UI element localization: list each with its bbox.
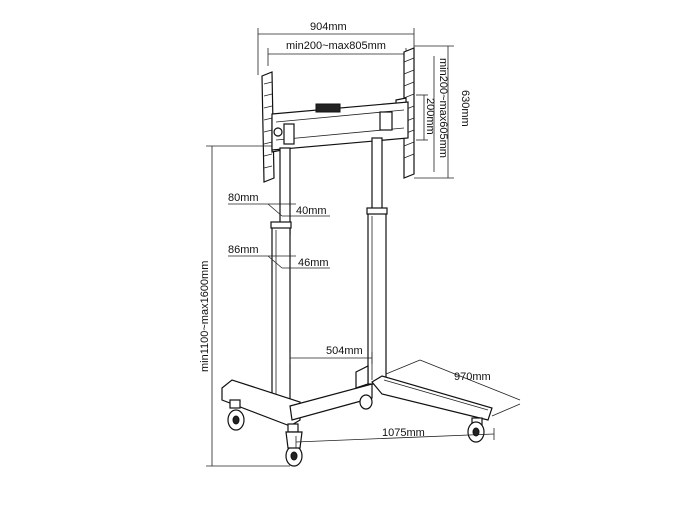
mount-crossbar [271, 101, 409, 151]
caster-back-center [359, 394, 373, 410]
caster-front-left [285, 423, 303, 467]
stand-base [221, 375, 493, 427]
total-height-label: min1100~max1600mm [199, 261, 211, 372]
base-depth-dimension [385, 359, 521, 417]
lower-post-dimension [228, 255, 330, 269]
post-inner-upper-label: 40mm [296, 205, 327, 217]
left-column [270, 147, 292, 403]
mount-height-label: 630mm [459, 90, 471, 127]
caster-front-right [467, 417, 485, 443]
base-depth-label: 970mm [454, 371, 491, 383]
total-height-dimension [206, 145, 290, 467]
base-width-dimension [295, 428, 495, 448]
vesa-horizontal-label: min200~max805mm [286, 40, 386, 52]
caster-back-left [227, 399, 245, 431]
base-width-label: 1075mm [382, 427, 425, 439]
post-outer-lower-label: 86mm [228, 244, 259, 256]
post-outer-upper-label: 80mm [228, 192, 259, 204]
post-inner-lower-label: 46mm [298, 257, 329, 269]
upper-post-dimension [228, 203, 330, 217]
mount-width-label: 904mm [310, 21, 347, 33]
column-gap-label: 504mm [326, 345, 363, 357]
vertical-small-label: 200mm [424, 98, 436, 135]
vesa-vertical-label: min200~max605mm [437, 58, 449, 158]
mount-height-dimension [414, 45, 454, 179]
column-gap-dimension [289, 352, 373, 364]
mount-width-dimension [257, 28, 415, 75]
